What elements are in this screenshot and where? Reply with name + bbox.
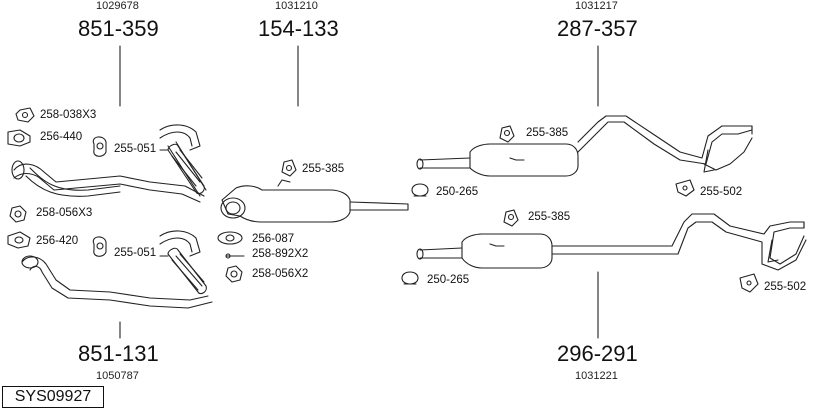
clamp-icon xyxy=(401,271,419,285)
flange-gasket-icon xyxy=(7,129,31,147)
rear-silencer-top xyxy=(416,115,753,177)
part-code-label: 250-265 xyxy=(436,186,479,198)
part-code-label: 256-440 xyxy=(40,131,83,143)
part-code-label: 255-051 xyxy=(114,247,157,259)
assembly-ref: 1031210 xyxy=(275,0,318,12)
part-code-label: 256-420 xyxy=(36,235,79,247)
nut-icon xyxy=(15,107,35,123)
flange-gasket-icon xyxy=(7,231,31,249)
hex-nut-icon xyxy=(9,205,27,223)
clamp-icon xyxy=(411,183,429,197)
part-code-label: 258-056X2 xyxy=(252,268,309,280)
assembly-part-number: 287-357 xyxy=(557,16,638,41)
part-code-label: 258-056X3 xyxy=(36,207,93,219)
assembly-part-number: 154-133 xyxy=(258,16,339,41)
hex-nut-icon xyxy=(225,265,243,283)
rubber-ring-icon xyxy=(503,209,519,227)
part-code-label: 255-502 xyxy=(700,186,743,198)
assembly-ref: 1031217 xyxy=(575,0,618,12)
rubber-hanger-icon xyxy=(739,273,759,293)
rubber-mount-icon xyxy=(92,236,107,257)
part-code-label: 255-502 xyxy=(764,281,807,293)
assembly-part-number: 851-131 xyxy=(78,341,159,366)
rubber-hanger-icon xyxy=(675,179,695,197)
bolt-icon xyxy=(225,253,245,259)
centre-silencer xyxy=(220,179,409,223)
assembly-ref: 1031221 xyxy=(575,370,618,382)
part-code-label: 258-038X3 xyxy=(40,109,97,121)
rubber-mount-icon xyxy=(92,136,107,157)
part-code-label: 255-385 xyxy=(302,163,345,175)
assembly-ref: 1050787 xyxy=(96,370,139,382)
part-code-label: 250-265 xyxy=(427,274,470,286)
rubber-ring-icon xyxy=(499,125,515,143)
assembly-part-number: 851-359 xyxy=(78,16,159,41)
assembly-ref: 1029678 xyxy=(96,0,139,12)
rubber-ring-icon xyxy=(281,159,297,177)
part-code-label: 258-892X2 xyxy=(252,248,309,260)
part-code-label: 255-385 xyxy=(528,211,571,223)
rear-silencer-bottom xyxy=(416,213,807,271)
part-code-label: 255-051 xyxy=(114,143,157,155)
system-id-box: SYS09927 xyxy=(2,386,104,408)
part-code-label: 256-087 xyxy=(252,233,295,245)
front-pipe-bottom xyxy=(21,230,213,309)
part-code-label: 255-385 xyxy=(526,127,569,139)
assembly-part-number: 296-291 xyxy=(557,341,638,366)
front-pipe-top xyxy=(11,124,207,203)
gasket-icon xyxy=(217,231,243,245)
